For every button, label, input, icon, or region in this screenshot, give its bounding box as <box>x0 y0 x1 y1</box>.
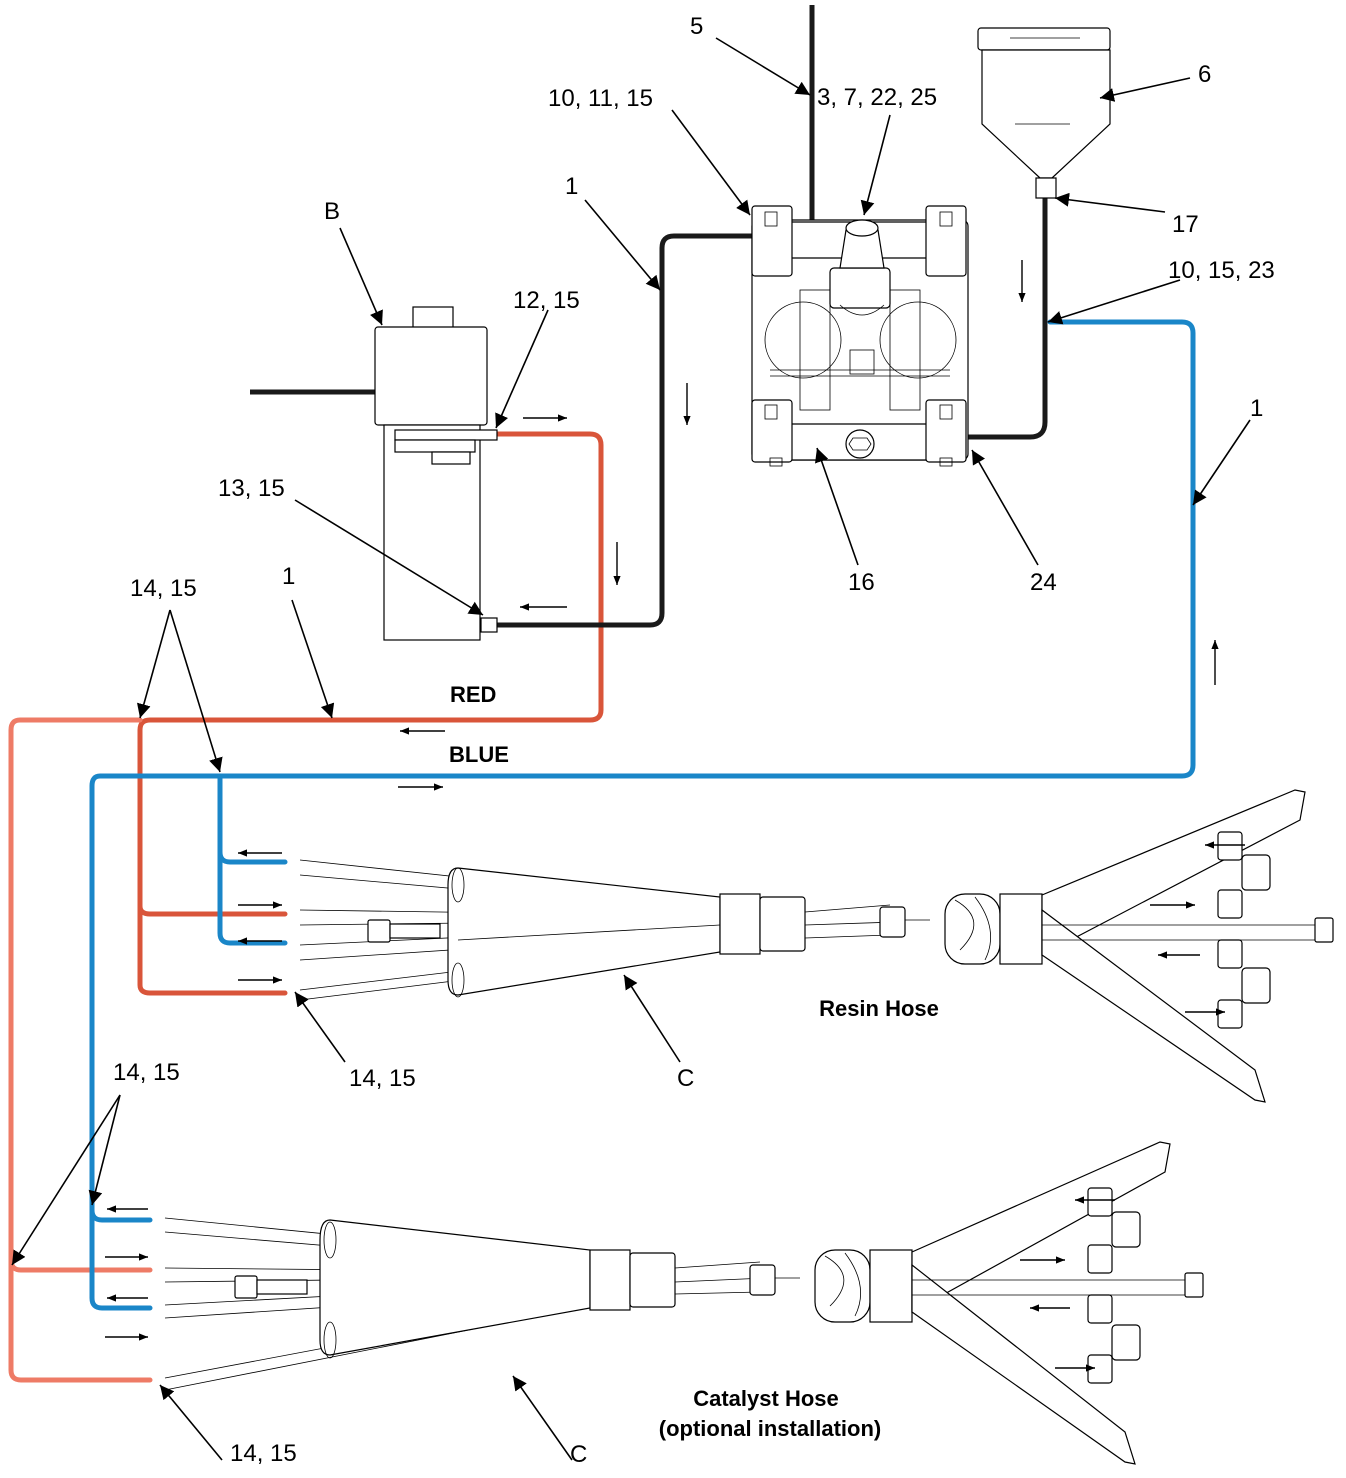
blue-line-label: BLUE <box>449 742 509 767</box>
callout-leaders <box>11 37 1251 1461</box>
callout-10-11-15: 10, 11, 15 <box>548 85 653 112</box>
pump <box>751 205 969 467</box>
red-line-label: RED <box>450 682 496 707</box>
callout-14-15-c: 14, 15 <box>113 1059 180 1086</box>
flow-arrows <box>105 260 1245 1372</box>
red-supply-line <box>137 431 604 996</box>
catalyst-hose-label: Catalyst Hose <box>693 1386 839 1411</box>
blue-return-line <box>89 319 1196 1311</box>
callout-12-15: 12, 15 <box>513 287 580 314</box>
heater-inlet-line <box>497 233 752 628</box>
callout-17: 17 <box>1172 211 1199 238</box>
resin-hose-right-end <box>944 789 1334 1103</box>
callout-B: B <box>324 198 340 225</box>
callout-1-right: 1 <box>1250 395 1263 422</box>
callout-1-top: 1 <box>565 173 578 200</box>
callout-C-catalyst: C <box>570 1441 587 1468</box>
callout-C-resin: C <box>677 1065 694 1092</box>
callout-14-15-d: 14, 15 <box>230 1440 297 1467</box>
callout-14-15-a: 14, 15 <box>130 575 197 602</box>
catalyst-hose-sublabel: (optional installation) <box>659 1416 881 1441</box>
callout-13-15: 13, 15 <box>218 475 285 502</box>
callout-10-15-23: 10, 15, 23 <box>1168 257 1275 284</box>
fluid-lines <box>8 319 1196 1383</box>
callout-labels: 5 6 10, 11, 15 3, 7, 22, 25 1 B 17 10, 1… <box>113 13 1275 1468</box>
catalyst-hose <box>164 1141 1204 1465</box>
callout-16: 16 <box>848 569 875 596</box>
callout-5: 5 <box>690 13 703 40</box>
catalyst-hose-right-end <box>814 1141 1204 1465</box>
hopper-feed-line <box>968 197 1048 440</box>
resin-hose <box>299 789 1334 1103</box>
callout-14-15-b: 14, 15 <box>349 1065 416 1092</box>
callout-3-7-22-25: 3, 7, 22, 25 <box>817 84 937 111</box>
salmon-line <box>8 717 153 1383</box>
callout-24: 24 <box>1030 569 1057 596</box>
callout-6: 6 <box>1198 61 1211 88</box>
resin-hose-left-end <box>299 859 930 1001</box>
catalyst-hose-left-end <box>164 1217 800 1391</box>
resin-hose-label: Resin Hose <box>819 996 939 1021</box>
callout-1-mid: 1 <box>282 563 295 590</box>
hopper <box>977 27 1111 199</box>
heater-unit <box>374 306 498 641</box>
